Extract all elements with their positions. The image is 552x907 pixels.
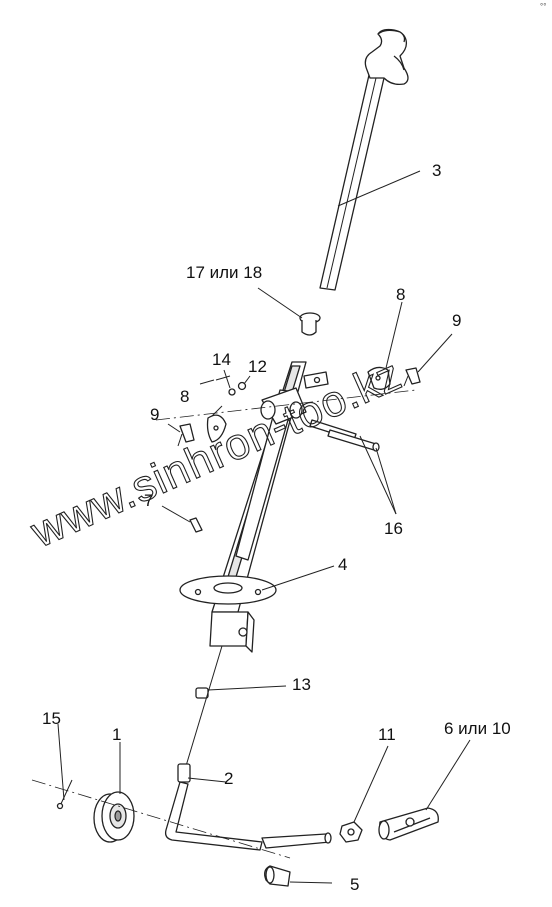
part-1-pulley <box>93 791 135 843</box>
callout-9-right: 9 <box>452 311 461 330</box>
part-2-cable <box>164 645 332 851</box>
part-16-pins <box>309 419 380 452</box>
part-7-pin <box>189 517 203 533</box>
pulley-axis-line <box>31 779 291 859</box>
watermark-text: www.sinhron-too.kz <box>23 350 409 558</box>
callout-12: 12 <box>248 357 267 376</box>
part-13-sleeve <box>195 687 209 699</box>
part-8-right-pawl <box>367 366 391 390</box>
part-12-washers <box>228 381 247 396</box>
callout-15: 15 <box>42 709 61 728</box>
part-5-cap <box>264 865 291 887</box>
part-3-lever-rod <box>319 28 409 291</box>
callout-6-10: 6 или 10 <box>444 719 511 738</box>
callout-8-right: 8 <box>396 285 405 304</box>
corner-mark: °° <box>540 2 546 11</box>
callout-13: 13 <box>292 675 311 694</box>
callout-2: 2 <box>224 769 233 788</box>
part-14-split-pins <box>199 375 231 385</box>
callout-17-18: 17 или 18 <box>186 263 262 282</box>
callout-8-left: 8 <box>180 387 189 406</box>
callout-1: 1 <box>112 725 121 744</box>
callout-16: 16 <box>384 519 403 538</box>
part-15-split-pin <box>56 779 73 810</box>
callout-14: 14 <box>212 350 231 369</box>
part-8-left-pawl <box>206 414 227 443</box>
pivot-axis-line <box>155 389 417 421</box>
callout-3: 3 <box>432 161 441 180</box>
callout-7: 7 <box>144 491 153 510</box>
part-17-18-bushing <box>299 312 321 336</box>
callout-5: 5 <box>350 875 359 894</box>
part-11-nut <box>339 821 363 843</box>
part-6-10-clevis <box>378 807 439 841</box>
part-4-bracket-column <box>179 361 329 653</box>
leader-lines <box>57 170 471 884</box>
part-9-left-clip <box>177 423 195 447</box>
callout-labels: 3 17 или 18 8 9 14 12 8 9 7 16 4 13 15 1… <box>42 161 511 894</box>
callout-4: 4 <box>338 555 347 574</box>
callout-11: 11 <box>378 725 396 744</box>
part-9-right-clip <box>403 367 421 387</box>
callout-9-left: 9 <box>150 405 159 424</box>
